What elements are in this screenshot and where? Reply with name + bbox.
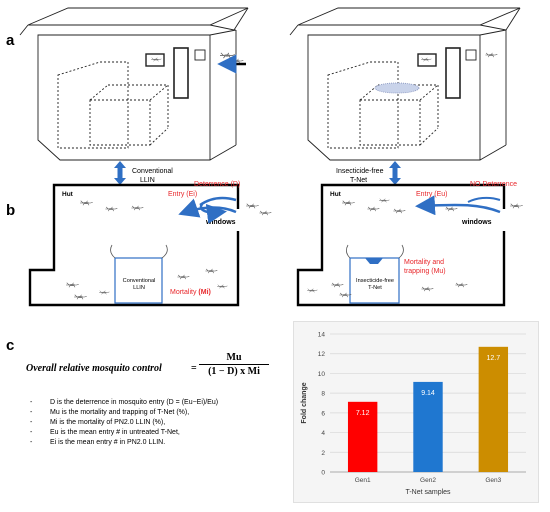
mosquito-icon (177, 274, 190, 280)
mosquito-icon (231, 58, 244, 64)
formula-fraction: Mu (1 − D) x Mi (199, 352, 269, 377)
definitions-list: D is the deterrence in mosquito entry (D… (30, 398, 218, 448)
mosquito-icon (509, 203, 524, 209)
x-axis-title: T-Net samples (405, 489, 451, 496)
mosquito-icon (420, 57, 432, 62)
windows-label: windows (205, 219, 236, 226)
mosquito-icon (98, 290, 110, 295)
mosquito-icon (378, 198, 390, 203)
net-label-line2: LLIN (133, 285, 145, 291)
definition-item: Mu is the mortality and trapping of T-Ne… (30, 408, 218, 418)
y-tick-label: 10 (318, 371, 326, 378)
definition-item: Ei is the mean entry # in PN2.0 LLIN. (30, 438, 218, 448)
transition-left-line2: LLIN (140, 177, 155, 184)
mosquito-icon (421, 286, 434, 292)
transition-left-line1: Conventional (132, 168, 173, 175)
bar-gen3 (478, 346, 509, 472)
x-tick-label: Gen2 (420, 477, 436, 484)
data-label: 7.12 (356, 410, 370, 417)
mosquito-icon (205, 268, 218, 274)
y-tick-label: 0 (321, 470, 325, 477)
mosquito-icon (341, 200, 356, 206)
mosquito-icon (445, 206, 458, 212)
hut-label: Hut (330, 191, 342, 198)
formula-numerator: Mu (199, 352, 269, 365)
transition-left: Conventional LLIN (114, 161, 173, 185)
mosquito-icon (73, 294, 88, 300)
mosquito-icon (150, 57, 162, 62)
left-hut-3d (19, 7, 249, 161)
entry-label: Entry (Ei) (168, 191, 197, 198)
bar-gen2 (413, 381, 443, 472)
mosquito-icon (105, 206, 118, 212)
right-hut-plan: Hut Entry (Eu) NO Deterrence windows Ins… (296, 181, 517, 307)
deterrence-label: Deterrence (D) (194, 181, 240, 188)
formula-equals: = (191, 363, 197, 374)
mosquito-icon (367, 206, 380, 212)
control-formula: Overall relative mosquito control = Mu (… (26, 352, 276, 382)
x-tick-label: Gen1 (355, 477, 371, 484)
x-tick-label: Gen3 (485, 477, 501, 484)
data-label: 9.14 (421, 390, 435, 397)
left-hut-plan: Hut Entry (Ei) Deterrence (D) windows Co… (28, 181, 240, 307)
formula-denominator: (1 − D) x Mi (208, 366, 260, 377)
definition-item: Mi is the mortality of PN2.0 LLIN (%), (30, 418, 218, 428)
y-axis-title: Fold change (301, 382, 308, 423)
panel-label-b: b (6, 202, 15, 219)
bar-gen1 (347, 401, 378, 472)
panel-label-c: c (6, 337, 14, 354)
mosquito-icon (216, 284, 228, 289)
mosquito-icon (65, 282, 80, 288)
net-label-line1: Insecticide-free (356, 278, 394, 284)
mortality-label: Mortality (Mi) (170, 289, 211, 296)
hut-label: Hut (62, 191, 74, 198)
windows-label: windows (461, 219, 492, 226)
transition-right: Insecticide-free T-Net (336, 161, 401, 185)
panel-label-a: a (6, 32, 15, 49)
mosquito-icon (306, 288, 318, 293)
mosquito-icon (79, 200, 94, 206)
y-tick-label: 14 (318, 332, 326, 339)
data-label: 12.7 (487, 355, 501, 362)
transition-right-line1: Insecticide-free (336, 168, 384, 175)
mosquito-icon (245, 203, 260, 209)
y-tick-label: 2 (321, 450, 325, 457)
mosquito-icon (393, 208, 406, 214)
net-label-line2: T-Net (368, 285, 382, 291)
mosquito-icon (219, 52, 236, 59)
mosquito-icon (455, 282, 468, 288)
definition-item: D is the deterrence in mosquito entry (D… (30, 398, 218, 408)
right-hut-3d (289, 7, 521, 161)
net-label-line1: Conventional (123, 278, 156, 284)
entry-label: Entry (Eu) (416, 191, 448, 198)
mortality-label-line2: trapping (Mu) (404, 268, 446, 275)
definition-item: Eu is the mean entry # in untreated T-Ne… (30, 428, 218, 438)
transition-right-line2: T-Net (350, 177, 367, 184)
mosquito-icon (131, 205, 144, 211)
mosquito-icon (331, 282, 344, 288)
deterrence-label: NO Deterrence (470, 181, 517, 188)
mosquito-icon (485, 52, 498, 58)
y-tick-label: 4 (321, 430, 325, 437)
y-tick-label: 8 (321, 391, 325, 398)
mosquito-icon (259, 210, 272, 216)
y-tick-label: 6 (321, 410, 325, 417)
y-tick-label: 12 (318, 351, 326, 358)
formula-lhs: Overall relative mosquito control (26, 363, 162, 374)
mortality-label-line1: Mortality and (404, 259, 444, 266)
